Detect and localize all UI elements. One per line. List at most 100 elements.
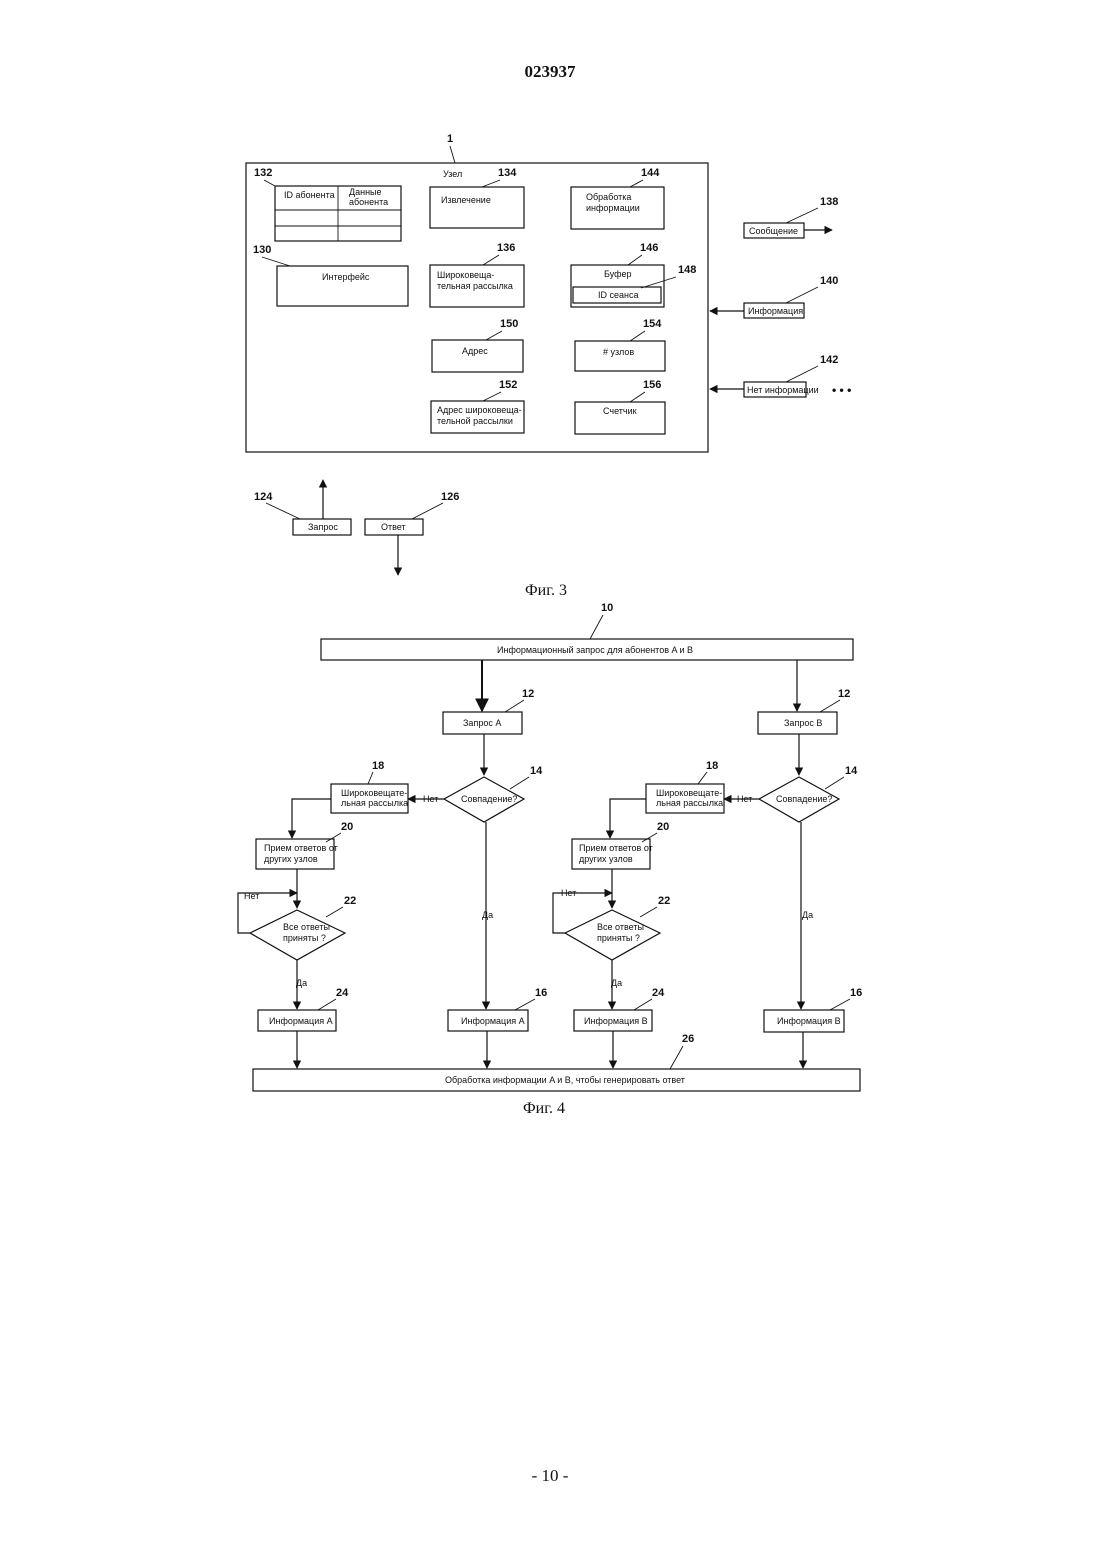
ref-broadcast: 136 <box>497 242 515 254</box>
buffer-label: Буфер <box>604 269 632 279</box>
receive-a-label-1: Прием ответов от <box>264 843 338 853</box>
info-request-label: Информационный запрос для абонентов A и … <box>497 645 693 655</box>
all-received-a-label-2: приняты ? <box>283 933 326 943</box>
broadcast-address-label-2: тельной рассылки <box>437 416 513 426</box>
leader-broadcast-a <box>368 772 373 784</box>
ref-info-b-right: 16 <box>850 987 862 999</box>
ref-info-processing: 144 <box>641 167 660 179</box>
receive-b-label-1: Прием ответов от <box>579 843 653 853</box>
match-b-yes: Да <box>802 910 813 920</box>
request-label: Запрос <box>308 522 338 532</box>
ref-session-id: 148 <box>678 264 696 276</box>
ref-match-a: 14 <box>530 765 543 777</box>
receive-b-label-2: других узлов <box>579 854 633 864</box>
fig3-caption: Фиг. 3 <box>525 582 567 599</box>
leader-message <box>786 208 818 223</box>
info-processing-label-2: информации <box>586 203 640 213</box>
all-received-b-yes: Да <box>611 978 622 988</box>
all-received-a-no: Нет <box>244 891 259 901</box>
ref-receive-b: 20 <box>657 821 669 833</box>
ref-information: 140 <box>820 275 838 287</box>
leader-node <box>450 146 455 163</box>
leader-no-information <box>786 366 818 382</box>
no-information-label: Нет информации <box>747 385 819 395</box>
leader-request-a <box>505 700 524 712</box>
ref-buffer: 146 <box>640 242 658 254</box>
table-col-subscriber-data: Данные <box>349 187 382 197</box>
ref-nodes-count: 154 <box>643 318 662 330</box>
figure-3: 1 Узел 132 ID абонента Данные абонента 1… <box>246 133 851 599</box>
broadcast-label-1: Широковеща- <box>437 270 494 280</box>
leader-process <box>670 1046 683 1069</box>
leader-match-a <box>510 777 529 789</box>
extraction-label: Извлечение <box>441 195 491 205</box>
ref-receive-a: 20 <box>341 821 353 833</box>
ref-node: 1 <box>447 133 453 145</box>
leader-information <box>786 287 818 303</box>
leader-info-a-left <box>318 999 336 1010</box>
leader-request-b <box>820 700 840 712</box>
node-label: Узел <box>443 169 462 179</box>
receive-a-label-2: других узлов <box>264 854 318 864</box>
ref-no-information: 142 <box>820 354 838 366</box>
broadcast-a-label-2: льная рассылка <box>341 798 408 808</box>
ref-top: 10 <box>601 602 613 614</box>
leader-match-b <box>825 777 844 789</box>
info-a-left-label: Информация A <box>269 1016 333 1026</box>
ref-response: 126 <box>441 491 459 503</box>
match-a-yes: Да <box>482 910 493 920</box>
ref-extraction: 134 <box>498 167 517 179</box>
ref-process: 26 <box>682 1033 694 1045</box>
broadcast-label-2: тельная рассылка <box>437 281 513 291</box>
broadcast-a-label-1: Широковещате- <box>341 788 407 798</box>
ref-broadcast-address: 152 <box>499 379 517 391</box>
ref-all-received-b: 22 <box>658 895 670 907</box>
leader-info-b-right <box>830 999 850 1010</box>
address-label: Адрес <box>462 346 488 356</box>
all-received-b-label-1: Все ответы <box>597 922 644 932</box>
ref-info-b-left: 24 <box>652 987 665 999</box>
interface-label: Интерфейс <box>322 272 370 282</box>
match-a-label: Совпадение? <box>461 794 517 804</box>
table-col-subscriber-data-2: абонента <box>349 197 388 207</box>
ref-broadcast-b: 18 <box>706 760 718 772</box>
leader-response <box>412 503 443 519</box>
ref-request-b: 12 <box>838 688 850 700</box>
all-received-a-label-1: Все ответы <box>283 922 330 932</box>
broadcast-address-label-1: Адрес широковеща- <box>437 405 522 415</box>
flow-broadcast-b-to-receive <box>610 799 646 838</box>
process-label: Обработка информации A и B, чтобы генери… <box>445 1075 685 1085</box>
leader-request <box>266 503 300 519</box>
leader-all-received-a <box>326 907 343 917</box>
ref-broadcast-a: 18 <box>372 760 384 772</box>
page-footer: - 10 - <box>0 1466 1100 1486</box>
figure-4: 10 Информационный запрос для абонентов A… <box>238 602 862 1117</box>
leader-top <box>590 615 603 639</box>
ref-table: 132 <box>254 167 272 179</box>
nodes-count-label: # узлов <box>603 347 634 357</box>
ref-interface: 130 <box>253 244 271 256</box>
all-received-a-yes: Да <box>296 978 307 988</box>
broadcast-b-label-1: Широковещате- <box>656 788 722 798</box>
extraction-box <box>430 187 524 228</box>
fig4-caption: Фиг. 4 <box>523 1100 565 1117</box>
info-b-left-label: Информация B <box>584 1016 648 1026</box>
leader-all-received-b <box>640 907 657 917</box>
ref-message: 138 <box>820 196 838 208</box>
ref-request: 124 <box>254 491 273 503</box>
response-label: Ответ <box>381 522 406 532</box>
ref-match-b: 14 <box>845 765 858 777</box>
counter-label: Счетчик <box>603 406 637 416</box>
request-b-label: Запрос B <box>784 718 822 728</box>
session-id-label: ID сеанса <box>598 290 639 300</box>
table-col-subscriber-id: ID абонента <box>284 190 335 200</box>
information-label: Информация <box>748 306 803 316</box>
flow-broadcast-a-to-receive <box>292 799 331 838</box>
ref-info-a-left: 24 <box>336 987 349 999</box>
ref-address: 150 <box>500 318 518 330</box>
info-a-right-label: Информация A <box>461 1016 525 1026</box>
leader-broadcast-b <box>698 772 707 784</box>
info-b-right-label: Информация B <box>777 1016 841 1026</box>
ref-request-a: 12 <box>522 688 534 700</box>
